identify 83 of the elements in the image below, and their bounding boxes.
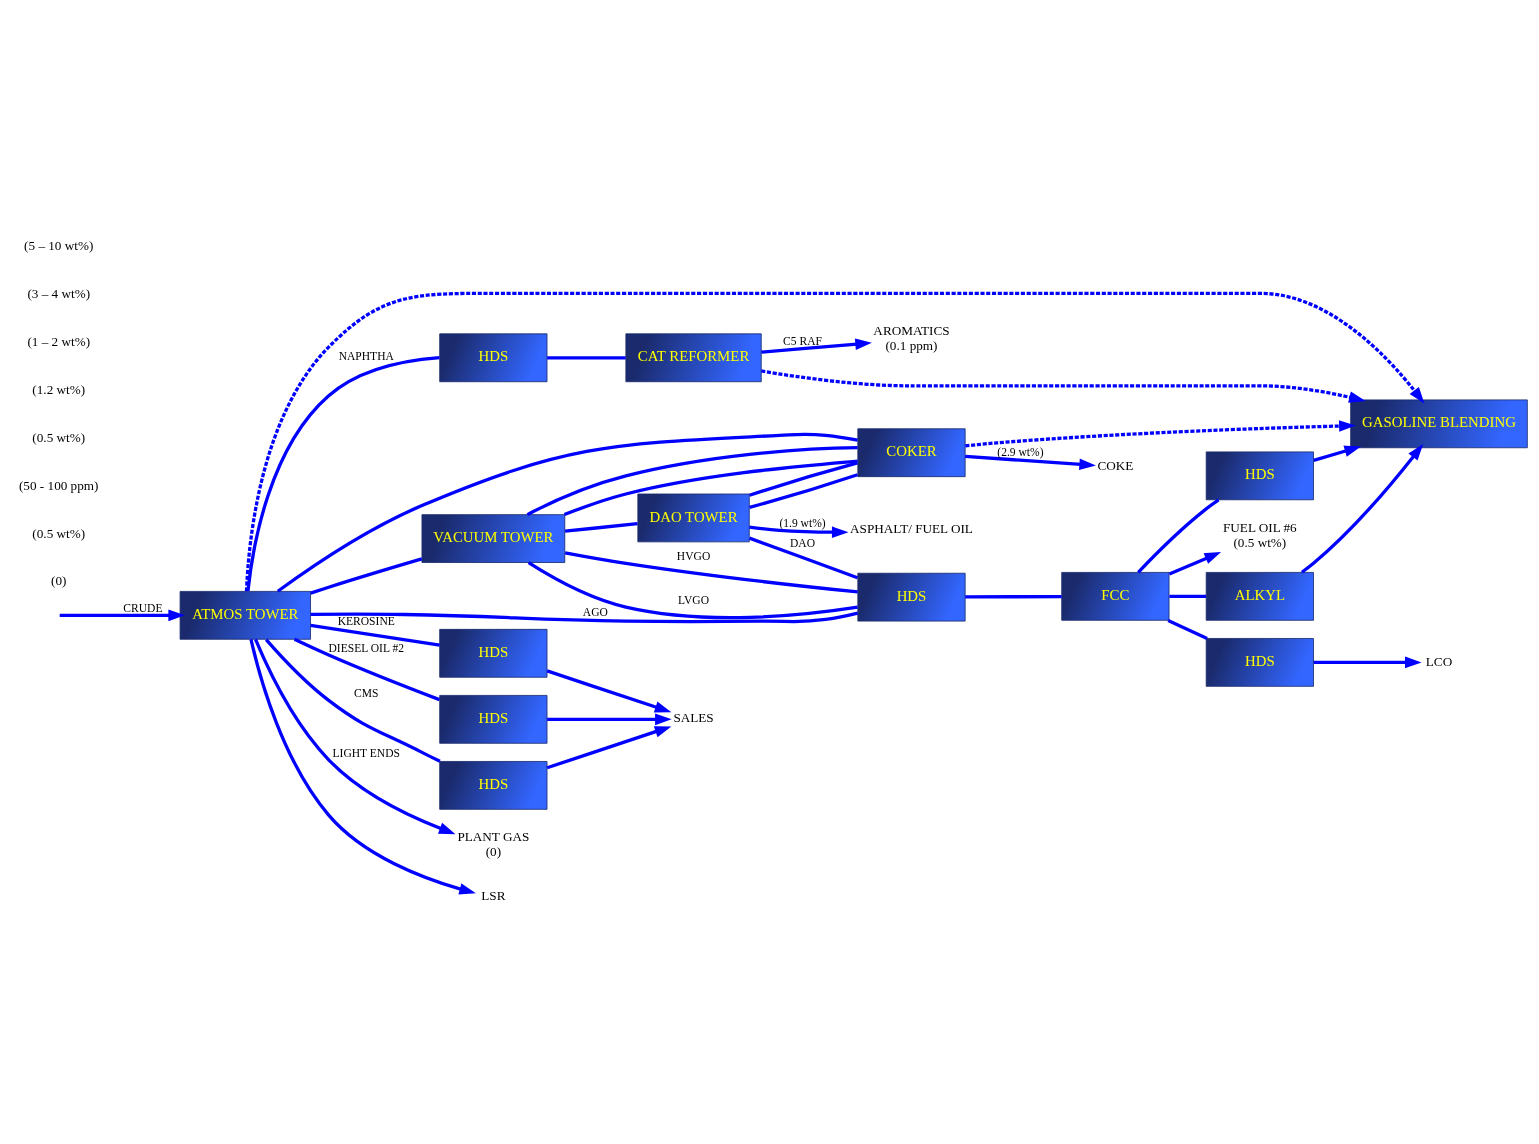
node-label: (0.1 ppm)	[885, 338, 938, 354]
node-text: AROMATICS	[873, 323, 950, 339]
node-box: VACUUM TOWER	[421, 514, 566, 563]
connector	[563, 459, 858, 517]
label: (0.5 wt%)	[32, 429, 86, 445]
edge-label: LVGO	[678, 593, 710, 606]
connector	[310, 611, 859, 624]
arrow	[546, 669, 672, 713]
arrow	[59, 609, 185, 622]
connector	[749, 461, 858, 497]
node-box: HDS	[439, 761, 548, 810]
edge-label: NAPHTHA	[338, 350, 394, 363]
node-box: HDS	[1205, 638, 1314, 687]
connector	[527, 561, 858, 620]
arrow	[761, 369, 1366, 403]
edge-label: (2.9 wt%)	[997, 446, 1044, 459]
label: (0)	[51, 573, 67, 589]
edge-label: C5 RAF	[783, 334, 822, 347]
connector	[276, 432, 858, 593]
connector	[310, 557, 423, 595]
node-label: (0.5 wt%)	[1233, 534, 1287, 550]
node-text: SALES	[673, 710, 714, 726]
edge-label: DIESEL OIL #2	[328, 641, 404, 654]
node-text: FUEL OIL #6	[1222, 519, 1297, 535]
arrow	[547, 713, 672, 726]
arrow	[244, 291, 1425, 592]
node-box: ATMOS TOWER	[179, 591, 311, 640]
connector	[310, 623, 440, 647]
node-box: CAT REFORMER	[625, 333, 762, 383]
connector	[547, 356, 626, 360]
node-text: PLANT GAS	[457, 829, 530, 845]
arrow	[254, 638, 456, 835]
node-box: HDS	[857, 572, 966, 622]
connector	[1167, 618, 1208, 640]
node-box: HDS	[439, 333, 548, 383]
label: (5 – 10 wt%)	[24, 238, 94, 254]
node-label: (0)	[485, 844, 502, 860]
label: (1 – 2 wt%)	[27, 334, 91, 350]
node-box: ALKYL	[1205, 572, 1314, 621]
connector	[564, 551, 858, 594]
connector	[564, 522, 638, 533]
label: (0.5 wt%)	[32, 525, 86, 541]
label: (50 - 100 ppm)	[18, 477, 99, 493]
arrow	[1300, 443, 1424, 574]
connector	[526, 446, 858, 517]
arrow	[546, 726, 672, 770]
connector	[264, 638, 441, 763]
node-text: ASPHALT/ FUEL OIL	[850, 521, 973, 537]
node-text: COKE	[1097, 457, 1134, 473]
arrow	[249, 639, 476, 895]
arrow	[1313, 656, 1422, 669]
node-text: LSR	[481, 887, 506, 903]
node-box: HDS	[439, 695, 548, 744]
edge-label: HVGO	[676, 550, 711, 563]
arrow	[965, 420, 1356, 448]
node-box: COKER	[857, 428, 966, 478]
label: (1.2 wt%)	[32, 381, 86, 397]
arrow	[761, 338, 872, 354]
edge-label: CRUDE	[123, 602, 163, 615]
arrow	[749, 525, 849, 538]
node-box: FCC	[1061, 572, 1170, 621]
node-text: LCO	[1425, 653, 1453, 669]
node-box: HDS	[1205, 451, 1314, 501]
connector	[246, 355, 440, 592]
arrow	[1168, 552, 1222, 576]
edge-label: KEROSINE	[337, 615, 395, 628]
connector	[1137, 498, 1220, 574]
connector	[748, 536, 859, 580]
node-box: HDS	[439, 628, 548, 678]
node-box: GASOLINE BLENDING	[1350, 399, 1528, 449]
edge-label: LIGHT ENDS	[332, 746, 400, 759]
connector	[749, 473, 858, 509]
edge-label: AGO	[582, 606, 608, 619]
arrow	[1313, 445, 1361, 462]
connector	[965, 594, 1062, 599]
edge-label: (1.9 wt%)	[779, 517, 826, 530]
connector	[1169, 594, 1207, 598]
edge-label: DAO	[790, 536, 816, 549]
label: (3 – 4 wt%)	[27, 286, 91, 302]
node-box: DAO TOWER	[637, 493, 750, 543]
connector	[293, 637, 440, 702]
arrow	[965, 454, 1096, 471]
edge-label: CMS	[354, 687, 379, 700]
